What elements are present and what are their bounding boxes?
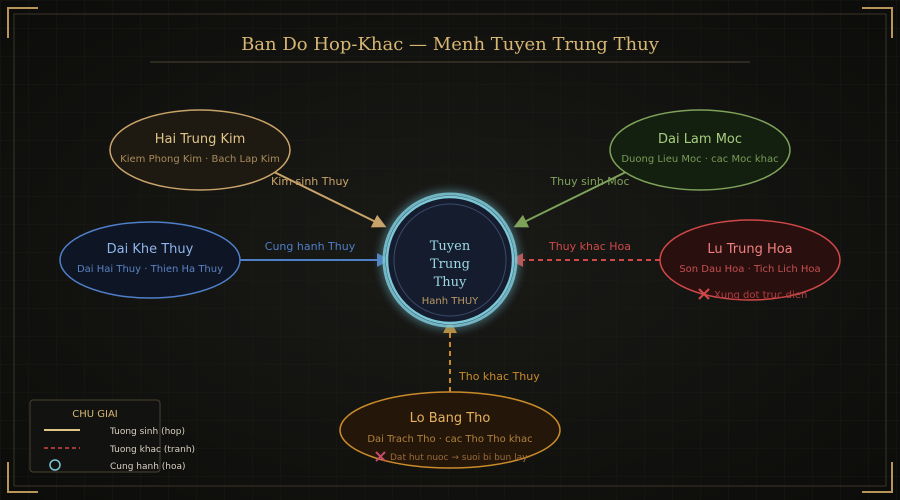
node-dai-lam-moc[interactable]: Dai Lam Moc Duong Lieu Moc · cac Moc kha…	[609, 109, 791, 191]
edge-kim-sinh-thuy	[269, 169, 387, 228]
edge-label-kim: Kim sinh Thuy	[271, 175, 349, 188]
node-title: Hai Trung Kim	[155, 132, 246, 147]
node-subtitle: Kiem Phong Kim · Bach Lap Kim	[120, 154, 280, 165]
center-title-line-1: Tuyen	[430, 239, 471, 254]
node-subtitle: Son Dau Hoa · Tich Lich Hoa	[679, 264, 820, 275]
legend: CHU GIAI Tuong sinh (hop) Tuong khac (tr…	[29, 399, 195, 473]
node-subtitle: Duong Lieu Moc · cac Moc khac	[621, 154, 778, 165]
node-subtitle: Dai Trach Tho · cac Tho Tho khac	[367, 434, 532, 445]
edge-thuy-sinh-moc	[513, 169, 631, 228]
conflict-x-icon	[375, 451, 386, 462]
center-subtitle: Hanh THUY	[422, 296, 479, 307]
node-note: Dat hut nuoc → suoi bi bun lay	[390, 453, 528, 463]
legend-swatch-hoa	[49, 459, 61, 471]
corner-brackets	[7, 7, 893, 493]
node-title: Lu Trung Hoa	[707, 242, 792, 257]
center-title-line-3: Thuy	[434, 275, 467, 290]
edge-label-hoa: Thuy khac Hoa	[548, 240, 631, 253]
node-note: Xung dot truc dien	[714, 290, 807, 301]
legend-title: CHU GIAI	[72, 409, 118, 420]
edge-label-khe: Cung hanh Thuy	[265, 240, 356, 253]
conflict-x-icon	[698, 288, 710, 300]
node-dai-khe-thuy[interactable]: Dai Khe Thuy Dai Hai Thuy · Thien Ha Thu…	[59, 221, 241, 299]
legend-item-khac: Tuong khac (tranh)	[109, 445, 195, 455]
center-node-tuyen-trung-thuy[interactable]: Tuyen Trung Thuy Hanh THUY	[382, 192, 518, 328]
legend-item-hoa: Cung hanh (hoa)	[110, 462, 186, 472]
node-lu-trung-hoa[interactable]: Lu Trung Hoa Son Dau Hoa · Tich Lich Hoa…	[659, 219, 841, 301]
center-title-line-2: Trung	[430, 257, 470, 272]
node-hai-trung-kim[interactable]: Hai Trung Kim Kiem Phong Kim · Bach Lap …	[109, 109, 291, 191]
node-subtitle: Dai Hai Thuy · Thien Ha Thuy	[77, 264, 223, 275]
legend-box	[29, 399, 161, 473]
edge-label-moc: Thuy sinh Moc	[549, 175, 629, 188]
page-title: Ban Do Hop-Khac — Menh Tuyen Trung Thuy	[241, 34, 660, 55]
node-title: Lo Bang Tho	[410, 411, 491, 426]
inner-frame	[13, 13, 887, 487]
node-lo-bang-tho[interactable]: Lo Bang Tho Dai Trach Tho · cac Tho Tho …	[339, 391, 561, 469]
legend-item-sinh: Tuong sinh (hop)	[109, 427, 185, 437]
node-title: Dai Khe Thuy	[107, 242, 194, 257]
edge-label-tho: Tho khac Thuy	[458, 370, 540, 383]
node-title: Dai Lam Moc	[658, 132, 742, 147]
